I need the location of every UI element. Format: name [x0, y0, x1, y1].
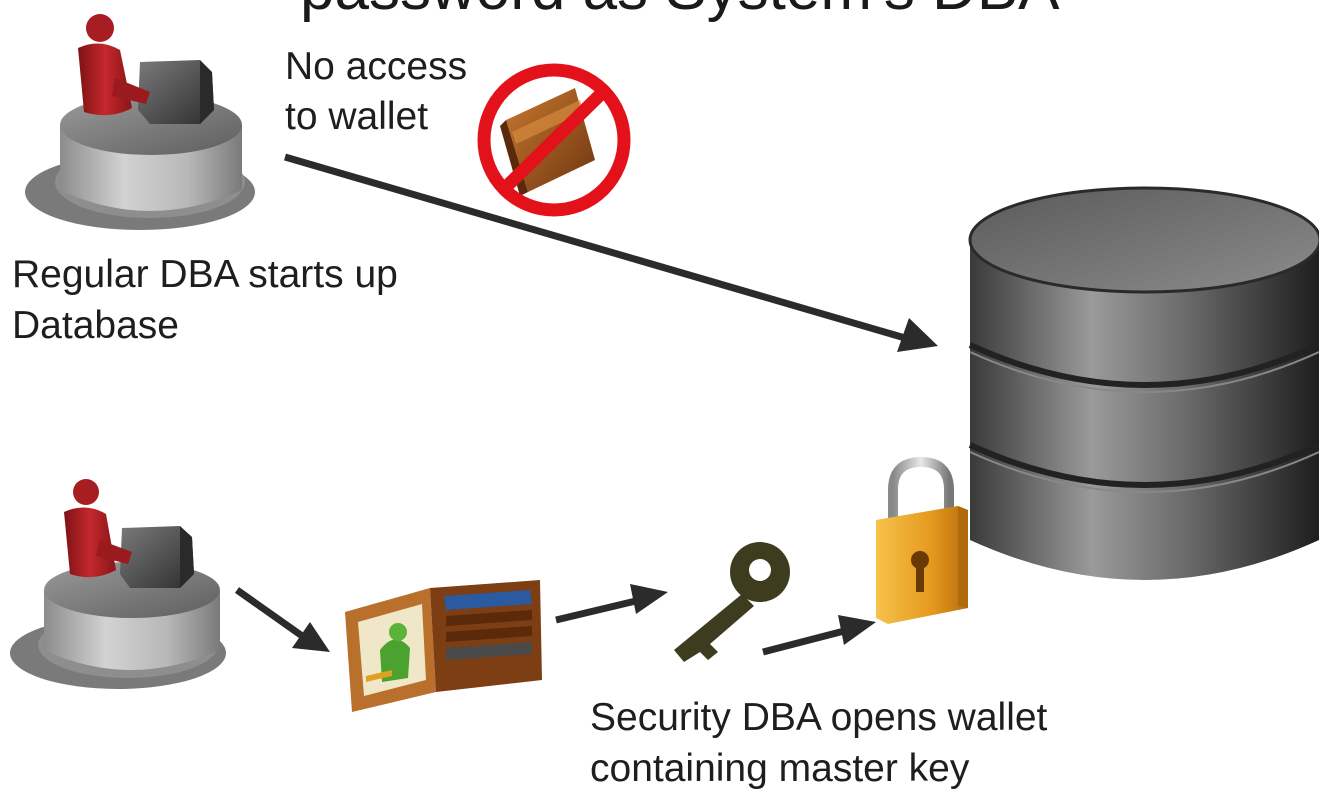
wallet-prohibited-icon	[477, 63, 631, 217]
flow-arrow-key-to-lock	[762, 615, 876, 656]
padlock-icon	[876, 456, 968, 624]
security-dba-icon	[10, 479, 226, 689]
security-dba-line-1: Security DBA opens wallet	[590, 696, 1048, 739]
regular-dba-label: Regular DBA starts up Database	[12, 250, 398, 351]
no-access-label: No access to wallet	[285, 42, 467, 141]
diagram-title: password as System's DBA	[300, 0, 1060, 20]
database-cylinder-icon	[968, 186, 1319, 580]
open-wallet-icon	[345, 580, 542, 712]
security-dba-line-2: containing master key	[590, 746, 970, 790]
flow-arrow-dba-to-wallet	[234, 587, 330, 652]
access-attempt-arrow	[284, 153, 938, 352]
no-access-line-1: No access	[285, 45, 468, 88]
flow-arrow-wallet-to-key	[555, 584, 668, 624]
key-icon	[674, 542, 790, 662]
regular-dba-line-2: Database	[12, 303, 179, 347]
security-dba-label: Security DBA opens wallet containing mas…	[590, 693, 1047, 794]
no-access-line-2: to wallet	[285, 94, 429, 138]
regular-dba-icon	[25, 14, 255, 230]
regular-dba-line-1: Regular DBA starts up	[12, 253, 398, 296]
